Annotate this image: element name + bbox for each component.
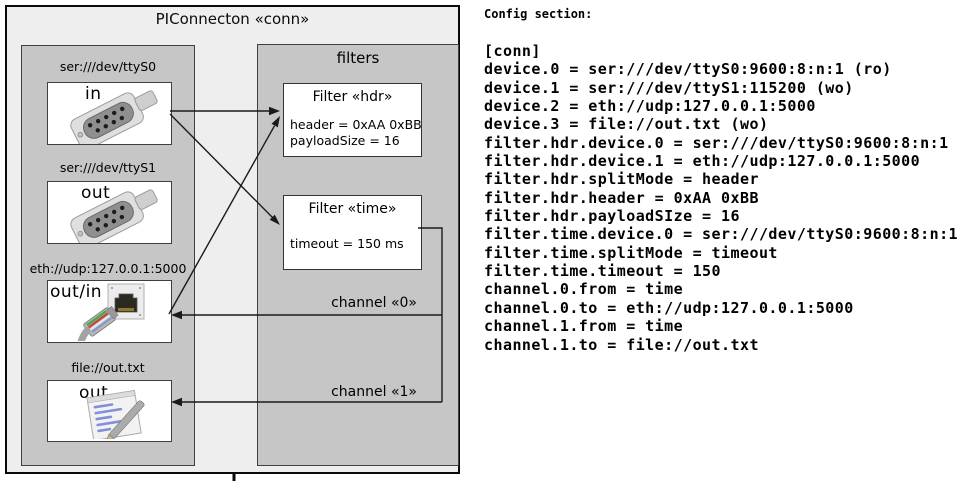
diagram-title: PIConnecton «conn»	[155, 10, 310, 28]
config-body: [conn] device.0 = ser:///dev/ttyS0:9600:…	[484, 42, 959, 354]
filters-panel-title: filters	[336, 49, 380, 67]
filter-box-hdr: Filter «hdr» header = 0xAA 0xBB payloadS…	[283, 83, 422, 157]
filter-attribute: timeout = 150 ms	[290, 235, 404, 251]
config-heading: Config section:	[484, 7, 593, 21]
device-direction: in	[85, 84, 102, 104]
device-uri-label: file://out.txt	[71, 360, 145, 375]
filter-attribute: header = 0xAA 0xBB	[290, 117, 422, 132]
device-uri-label: ser:///dev/ttyS1	[59, 160, 157, 175]
device-uri-label: eth://udp:127.0.0.1:5000	[29, 261, 187, 276]
filter-box-time: Filter «time» timeout = 150 ms	[283, 195, 422, 270]
channel-1-label: channel «1»	[331, 384, 417, 400]
device-box-ttyS0: in	[47, 82, 172, 145]
filter-title: Filter «time»	[308, 201, 397, 217]
serial-port-icon	[70, 90, 158, 144]
ethernet-icon	[76, 283, 145, 341]
filters-panel: filters Filter «hdr» header = 0xAA 0xBB …	[257, 44, 459, 466]
serial-port-icon	[70, 189, 158, 243]
filter-title: Filter «hdr»	[312, 89, 393, 105]
devices-panel: ser:///dev/ttyS0 in	[21, 45, 195, 466]
device-direction: out/in	[50, 282, 103, 302]
device-uri-label: ser:///dev/ttyS0	[59, 59, 157, 74]
device-box-eth: out/in	[47, 280, 172, 343]
device-box-file: out	[47, 380, 172, 442]
device-box-ttyS1: out	[47, 181, 172, 244]
device-direction: out	[81, 183, 111, 203]
connector-frame: PIConnecton «conn» ser:///dev/ttyS0 in	[5, 5, 460, 474]
notepad-icon	[86, 389, 145, 439]
filter-attribute: payloadSize = 16	[290, 132, 400, 148]
channel-0-label: channel «0»	[331, 295, 417, 311]
